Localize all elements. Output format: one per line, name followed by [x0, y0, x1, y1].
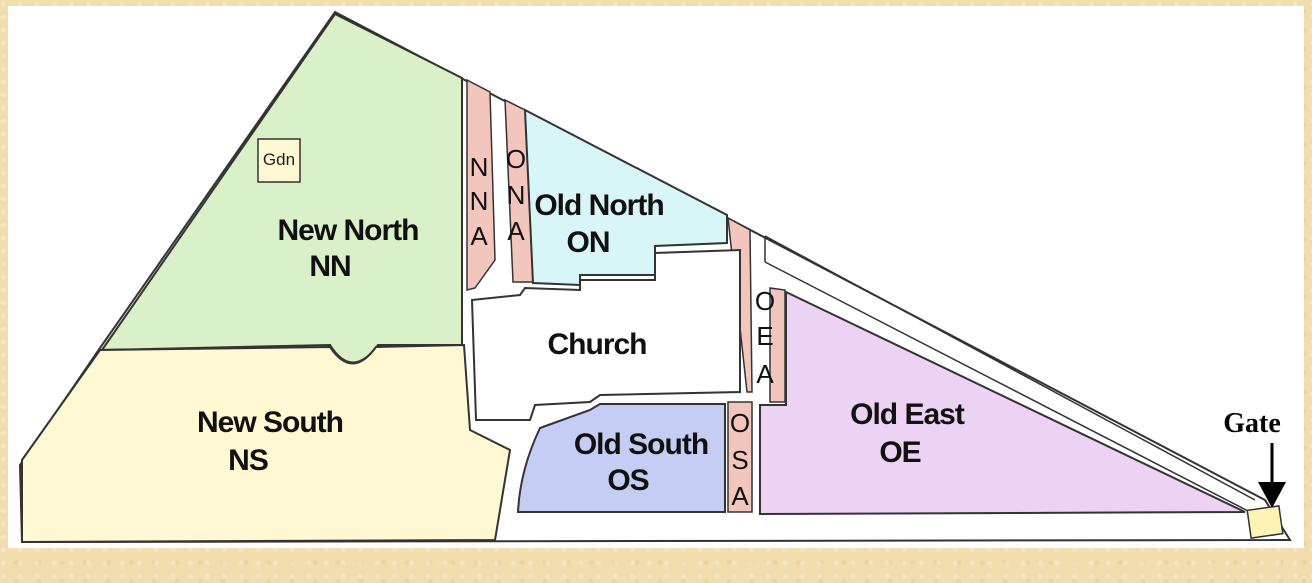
aisle-osa-letter: O: [730, 408, 750, 438]
gate-label: Gate: [1223, 408, 1281, 439]
aisle-osa-letter: A: [731, 481, 749, 511]
aisle-oea-letter: E: [756, 321, 773, 351]
aisle-nna-letter: N: [470, 152, 489, 182]
label-old-east: Old East: [850, 398, 965, 431]
label-old-east-code: OE: [879, 436, 920, 469]
aisle-nna[interactable]: [466, 78, 496, 291]
aisle-nna-letter: N: [470, 186, 489, 216]
section-old-east[interactable]: [759, 290, 1246, 516]
label-old-north-code: ON: [567, 226, 610, 259]
aisle-oea-letter: A: [756, 359, 774, 389]
label-old-north: Old North: [534, 189, 663, 222]
label-new-south-code: NS: [228, 444, 268, 477]
path-line: [764, 261, 1251, 513]
aisle-ona-letter: A: [507, 216, 525, 246]
garden-label: Gdn: [263, 150, 295, 169]
section-new-south[interactable]: [21, 343, 512, 544]
label-new-north-code: NN: [309, 250, 350, 283]
label-church: Church: [548, 328, 647, 361]
garden-box[interactable]: [257, 138, 301, 183]
label-new-north: New North: [278, 214, 419, 247]
path-line: [764, 235, 1256, 501]
aisle-oea-letter: O: [755, 286, 775, 316]
aisle-ona-letter: O: [506, 144, 526, 174]
aisle-ona-letter: N: [507, 180, 526, 210]
church-building[interactable]: [470, 248, 741, 421]
aisle-osa-letter: S: [731, 445, 748, 475]
label-old-south-code: OS: [607, 464, 648, 497]
gate-arrow-icon: [1258, 482, 1286, 508]
label-old-south: Old South: [574, 428, 708, 461]
gate-box[interactable]: [1246, 505, 1284, 539]
section-old-south[interactable]: [516, 403, 726, 513]
aisle-nna-letter: A: [470, 221, 488, 251]
aisle-osa[interactable]: [727, 401, 753, 513]
label-new-south: New South: [197, 406, 343, 439]
